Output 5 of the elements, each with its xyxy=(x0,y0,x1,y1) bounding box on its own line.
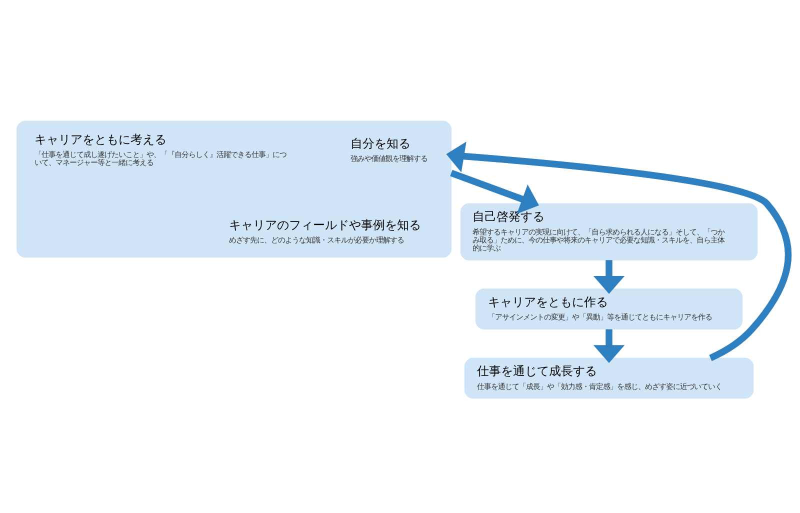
arrow xyxy=(450,169,539,214)
arrow xyxy=(593,260,625,294)
arrow xyxy=(593,328,625,363)
cluster xyxy=(16,120,452,258)
arrow xyxy=(446,141,792,361)
